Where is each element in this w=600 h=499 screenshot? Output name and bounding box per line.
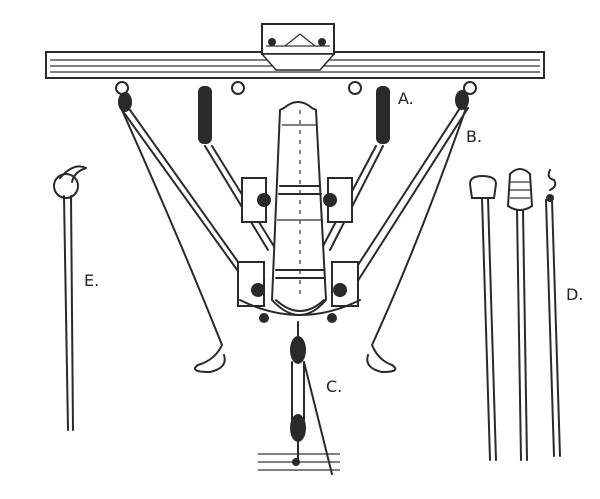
sponge-tool [506, 168, 534, 461]
label-a: A. [398, 89, 414, 108]
gun-carriage [237, 177, 359, 323]
inner-tackles [198, 86, 390, 251]
worm-tool [545, 169, 561, 457]
left-outer-tackle [118, 92, 259, 373]
label-e: E. [84, 271, 99, 290]
label-c: C. [326, 377, 342, 396]
right-outer-tackle [344, 90, 469, 373]
eye-bolts [115, 81, 477, 95]
overhead-beam [45, 23, 545, 79]
cannon-barrel [270, 101, 328, 316]
tools-d-group [468, 168, 561, 461]
rammer-tool [468, 174, 498, 461]
label-d: D. [566, 285, 583, 304]
label-b: B. [466, 127, 482, 146]
tool-e-handspike [53, 165, 87, 431]
lower-tackle [239, 299, 361, 475]
